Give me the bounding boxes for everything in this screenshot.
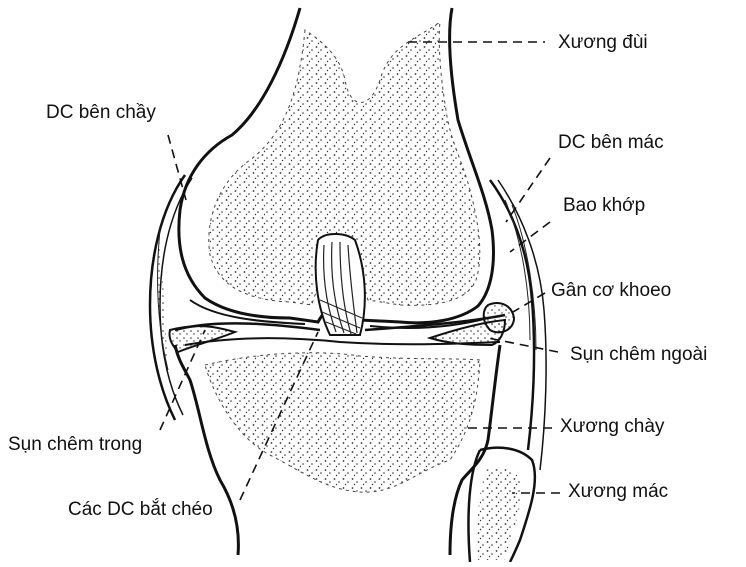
label-fibula: Xương mác: [568, 482, 668, 501]
label-capsule: Bao khớp: [563, 196, 645, 215]
label-femur: Xương đùi: [558, 33, 648, 52]
tibia-marrow: [205, 353, 480, 492]
popliteus-tendon: [484, 303, 514, 332]
label-popliteus: Gân cơ khoeo: [551, 281, 671, 300]
label-lcl: DC bên mác: [558, 133, 664, 152]
label-tibia: Xương chày: [560, 417, 664, 436]
label-medial-meniscus: Sụn chêm trong: [8, 435, 142, 454]
label-lateral-meniscus: Sụn chêm ngoài: [570, 345, 707, 364]
label-cruciate: Các DC bắt chéo: [68, 500, 213, 519]
label-mcl: DC bên chầy: [46, 103, 156, 122]
medial-collateral-ligament: [150, 175, 192, 420]
cruciate-ligaments: [316, 234, 365, 335]
